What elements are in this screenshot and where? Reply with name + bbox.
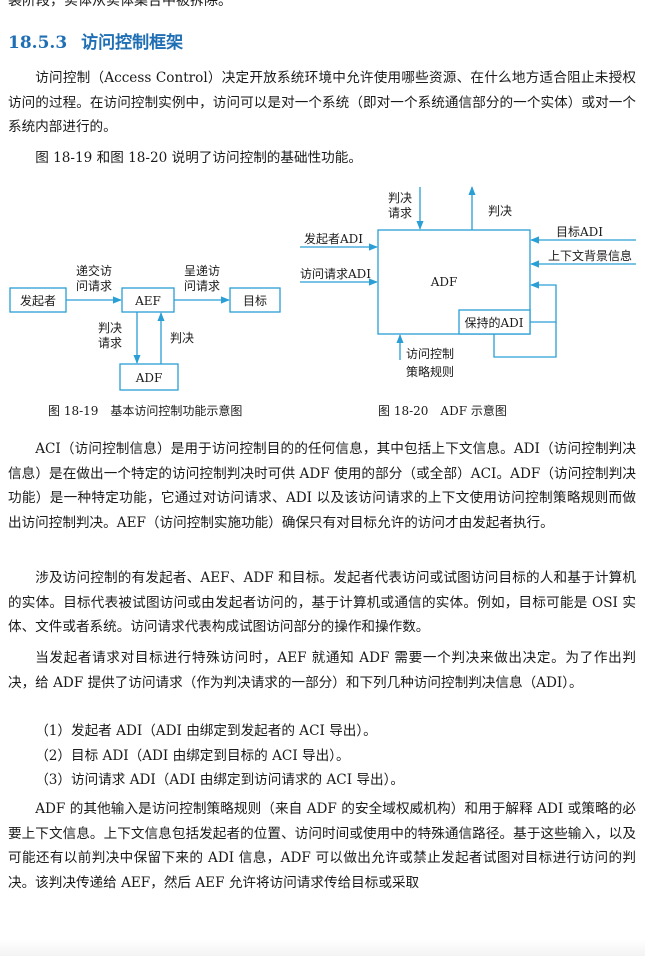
decision-label: 判决 [170, 331, 194, 345]
adi-list: （1）发起者 ADI（ADI 由绑定到发起者的 ACI 导出）。 （2）目标 A… [8, 719, 636, 793]
submit-label-2: 问请求 [76, 279, 112, 293]
fig20-decision-label: 判决 [488, 204, 512, 218]
figure-18-20: ADF 保持的ADI 判决 请求 判决 发起者ADI 访问请求ADI 目标ADI… [300, 186, 636, 418]
retained-adi-feed [493, 322, 557, 358]
paragraph-figure-ref: 图 18-19 和图 18-20 说明了访问控制的基础性功能。 [35, 150, 362, 166]
fig20-decision-request-label-2: 请求 [388, 206, 412, 220]
list-item: （3）访问请求 ADI（ADI 由绑定到访问请求的 ACI 导出）。 [35, 772, 404, 788]
context-info-label: 上下文背景信息 [548, 248, 632, 263]
decision-request-label-2: 请求 [98, 336, 122, 350]
policy-rules-label-2: 策略规则 [406, 364, 454, 379]
paragraph-definitions: ACI（访问控制信息）是用于访问控制目的的任何信息，其中包括上下文信息。ADI（… [8, 441, 636, 531]
initiator-adi-label: 发起者ADI [304, 231, 363, 246]
target-label: 目标 [243, 294, 267, 308]
page-bottom-shade [0, 940, 645, 956]
paragraph-participants: 涉及访问控制的有发起者、AEF、ADF 和目标。发起者代表访问或试图访问目标的人… [8, 570, 636, 635]
figure-18-19-caption: 图 18-19 基本访问控制功能示意图 [48, 403, 242, 418]
present-label-1: 呈递访 [184, 264, 220, 278]
fig20-decision-request-label-1: 判决 [388, 191, 412, 205]
section-heading: 18.5.3 访问控制框架 [8, 32, 183, 54]
retained-adi-loop [530, 281, 557, 323]
access-request-adi-label: 访问请求ADI [300, 267, 371, 281]
list-item: （1）发起者 ADI（ADI 由绑定到发起者的 ACI 导出）。 [35, 723, 377, 739]
decision-request-label-1: 判决 [98, 321, 122, 335]
previous-text-fragment: 装阶段，实体从实体集合中被拆除。 [8, 0, 232, 9]
present-label-2: 问请求 [184, 279, 220, 293]
aef-label: AEF [134, 294, 161, 308]
retained-adi-label: 保持的ADI [464, 315, 523, 330]
target-box [229, 287, 281, 313]
retained-adi-box [458, 309, 531, 335]
section-number: 18.5.3 [8, 33, 68, 53]
figure-18-19: 发起者 AEF 目标 ADF 递交访 问请求 呈递访 问请求 判决 请求 判决 … [9, 263, 281, 418]
initiator-box [9, 287, 67, 313]
initiator-label: 发起者 [20, 293, 56, 308]
paragraph-adf-inputs: ADF 的其他输入是访问控制策略规则（来自 ADF 的安全域权威机构）和用于解释… [8, 801, 636, 891]
adf-label: ADF [135, 371, 163, 385]
section-title: 访问控制框架 [81, 33, 184, 53]
target-adi-label: 目标ADI [556, 225, 603, 239]
figure-18-20-caption: 图 18-20 ADF 示意图 [378, 403, 507, 418]
adf-main-label: ADF [430, 275, 458, 289]
paragraph-request-flow: 当发起者请求对目标进行特殊访问时，AEF 就通知 ADF 需要一个判决来做出决定… [8, 650, 636, 691]
access-control-diagrams: 发起者 AEF 目标 ADF 递交访 问请求 呈递访 问请求 判决 请求 判决 … [9, 186, 636, 418]
paragraph-intro: 访问控制（Access Control）决定开放系统环境中允许使用哪些资源、在什… [8, 70, 636, 135]
list-item: （2）目标 ADI（ADI 由绑定到目标的 ACI 导出）。 [35, 747, 350, 764]
policy-rules-label-1: 访问控制 [406, 347, 454, 361]
aef-box [121, 287, 175, 313]
submit-label-1: 递交访 [76, 263, 112, 278]
adf-box [119, 363, 179, 391]
